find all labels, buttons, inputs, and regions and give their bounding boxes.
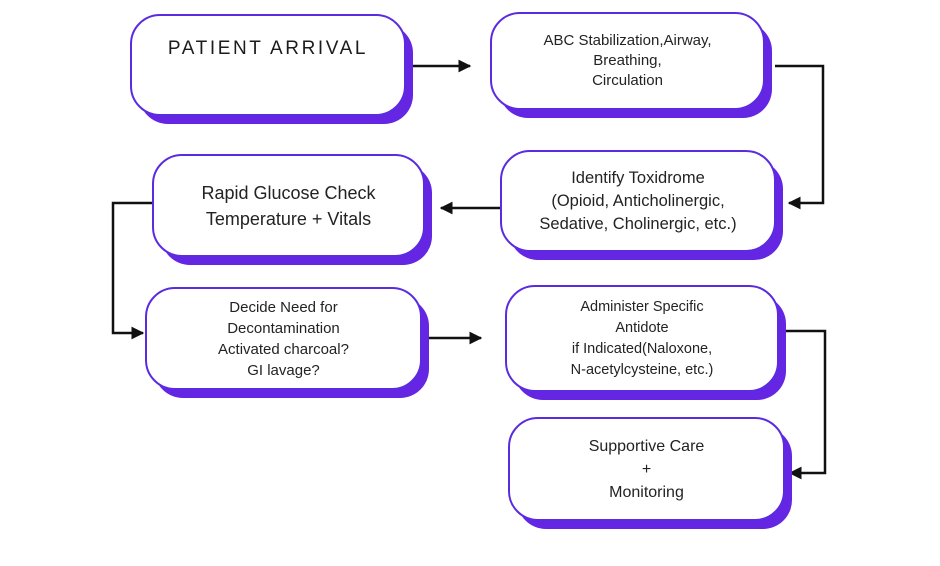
- node-label: Activated charcoal?: [218, 340, 349, 358]
- node-identify-toxidrome: Identify Toxidrome (Opioid, Anticholiner…: [500, 150, 776, 252]
- arrow-glucose-to-decontam: [111, 201, 152, 340]
- node-label: Antidote: [615, 319, 669, 336]
- node-rapid-glucose-check: Rapid Glucose Check Temperature + Vitals: [152, 154, 425, 257]
- node-label: if Indicated(Naloxone,: [571, 340, 713, 357]
- node-label: Sedative, Cholinergic, etc.): [539, 214, 737, 233]
- node-label: N-acetylcysteine, etc.): [570, 361, 714, 378]
- node-decontamination: Decide Need for Decontamination Activate…: [145, 287, 422, 390]
- node-label: GI lavage?: [247, 361, 320, 379]
- node-administer-antidote: Administer Specific Antidote if Indicate…: [505, 285, 779, 392]
- node-label: Administer Specific: [580, 298, 704, 315]
- node-label: (Opioid, Anticholinergic,: [551, 191, 725, 210]
- node-label: Decide Need for: [229, 298, 338, 316]
- node-label: PATIENT ARRIVAL: [167, 38, 369, 59]
- node-label: +: [641, 460, 652, 478]
- node-label: Monitoring: [609, 483, 684, 501]
- node-label: Supportive Care: [588, 437, 705, 455]
- node-patient-arrival: PATIENT ARRIVAL: [130, 14, 406, 116]
- node-label: ABC Stabilization,Airway,: [543, 32, 712, 49]
- node-label: Decontamination: [227, 319, 340, 337]
- node-label: Circulation: [592, 72, 663, 89]
- node-label: Identify Toxidrome: [571, 168, 705, 187]
- node-supportive-care: Supportive Care + Monitoring: [508, 417, 785, 521]
- node-label: Breathing,: [593, 52, 662, 69]
- node-label: Temperature + Vitals: [205, 208, 372, 229]
- node-abc-stabilization: ABC Stabilization,Airway, Breathing, Cir…: [490, 12, 765, 110]
- node-label: Rapid Glucose Check: [201, 182, 376, 203]
- arrow-antidote-to-support: [779, 329, 827, 480]
- arrow-abc-to-toxidrome: [775, 64, 825, 210]
